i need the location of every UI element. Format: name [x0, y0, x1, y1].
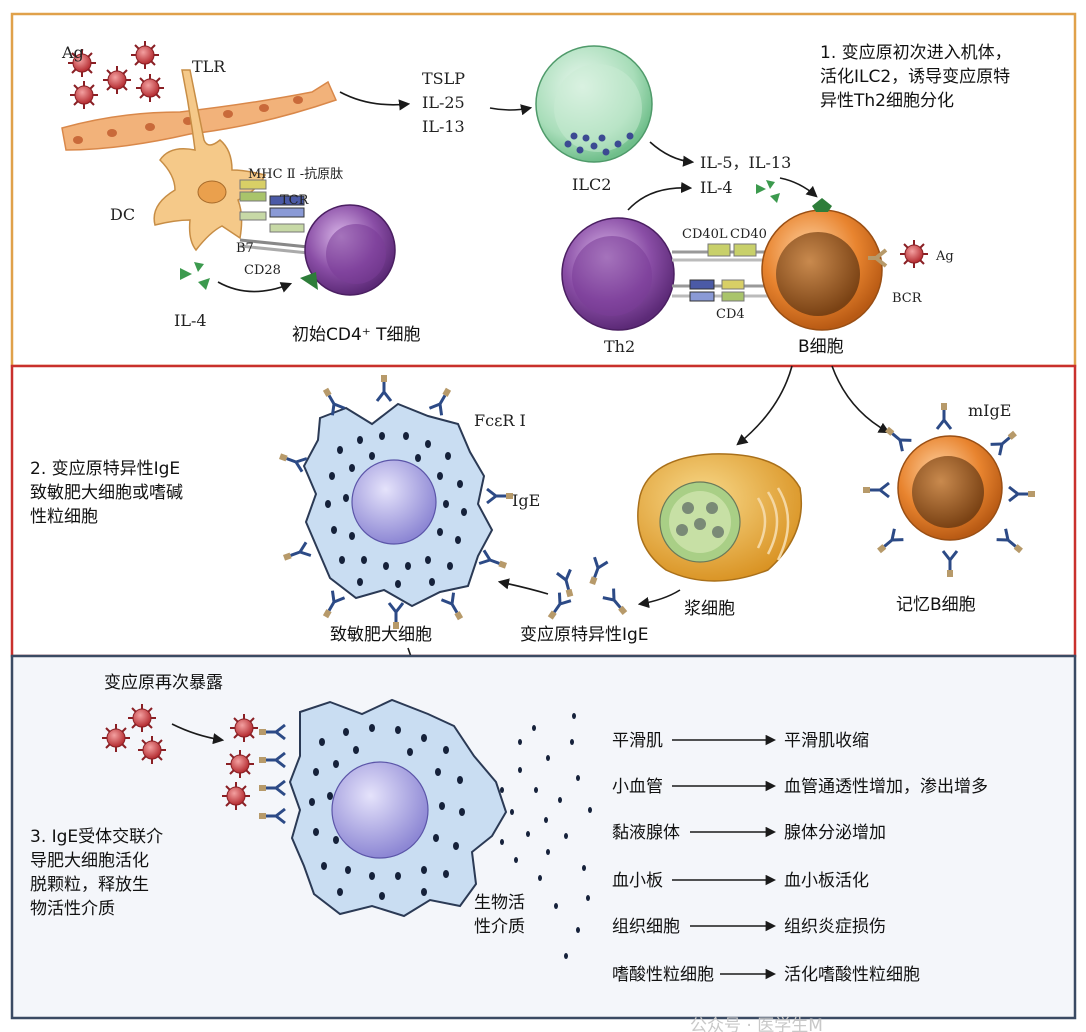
naive-t-label: 初始CD4⁺ T细胞 — [292, 325, 421, 345]
panel-3-note: 3. IgE受体交联介 导肥大细胞活化 脱颗粒，释放生 物活性介质 — [30, 827, 163, 919]
effect-target: 黏液腺体 — [612, 823, 680, 843]
ilc2-label: ILC2 — [572, 175, 611, 194]
cytokine-tslp: TSLP — [422, 69, 465, 88]
note3-line2: 导肥大细胞活化 — [30, 851, 149, 871]
arrow-b-to-memory — [831, 365, 890, 434]
arrow-th2-to-il4 — [627, 181, 693, 211]
arrow-il4-to-t — [217, 281, 293, 293]
memory-b-label: 记忆B细胞 — [896, 595, 976, 615]
effect-result: 血管通透性增加，渗出增多 — [784, 777, 988, 797]
panel-1-note: 1. 变应原初次进入机体， 活化ILC2，诱导变应原特 异性Th2细胞分化 — [820, 43, 1012, 111]
note2-line2: 致敏肥大细胞或嗜碱 — [30, 483, 183, 503]
arrow-cytokines-to-ilc2 — [489, 104, 533, 116]
note3-line4: 物活性介质 — [30, 899, 115, 919]
panel-2: FcεR Ⅰ IgE 致敏肥大细胞 2. 变应原特异性IgE 致敏肥大细胞或嗜碱… — [10, 364, 1077, 711]
cd4-label: CD4 — [716, 307, 745, 322]
arrow-plasma-to-ige — [637, 589, 681, 609]
watermark: 公众号 · 医学生M — [690, 1016, 823, 1032]
arrow-b-to-plasma — [736, 365, 793, 446]
note1-line1: 1. 变应原初次进入机体， — [820, 43, 1012, 63]
mediators-line2: 性介质 — [474, 917, 525, 937]
mhc-label: MHC Ⅱ -抗原肽 — [248, 167, 343, 182]
effect-result: 血小板活化 — [784, 871, 869, 891]
cytokine-il13: IL-13 — [422, 117, 465, 136]
specific-ige-label: 变应原特异性IgE — [520, 625, 649, 645]
note3-line1: 3. IgE受体交联介 — [30, 827, 163, 847]
panel-3-border — [10, 654, 1077, 1020]
ag-label: Ag — [61, 43, 84, 62]
effect-target: 平滑肌 — [612, 731, 663, 751]
effects-list: 平滑肌 平滑肌收缩 小血管 血管通透性增加，渗出增多 黏液腺体 腺体分泌增加 血… — [612, 731, 988, 985]
il4-molecules-left — [180, 262, 210, 290]
sensitized-mast-label: 致敏肥大细胞 — [330, 625, 432, 645]
effect-row: 小血管 血管通透性增加，渗出增多 — [612, 777, 988, 797]
b-cell — [761, 198, 888, 331]
panel-2-note: 2. 变应原特异性IgE 致敏肥大细胞或嗜碱 性粒细胞 — [30, 459, 183, 527]
cd40l-label: CD40L — [682, 227, 728, 242]
effect-row: 平滑肌 平滑肌收缩 — [612, 731, 869, 751]
note2-line3: 性粒细胞 — [30, 507, 98, 527]
effect-row: 嗜酸性粒细胞 活化嗜酸性粒细胞 — [612, 965, 920, 985]
panel-3: 变应原再次暴露 — [10, 654, 1077, 1020]
arrow-ilc2-to-cytokines — [649, 141, 695, 167]
th2-cell — [561, 217, 675, 331]
arrow-il4-to-b — [779, 177, 818, 198]
panel-2-border — [10, 364, 1077, 658]
bcr-label: BCR — [892, 291, 923, 306]
cd40-label: CD40 — [730, 227, 767, 242]
naive-t-cell — [300, 204, 396, 296]
effect-target: 组织细胞 — [612, 917, 680, 937]
plasma-cell-label: 浆细胞 — [684, 599, 735, 619]
tlr-label: TLR — [192, 57, 226, 76]
effect-result: 组织炎症损伤 — [784, 917, 886, 937]
th2-b-synapse — [672, 243, 770, 302]
il4-mid-label: IL-4 — [700, 178, 733, 197]
degranulating-mast-cell — [288, 698, 508, 918]
ige-label: IgE — [512, 491, 540, 510]
effect-row: 血小板 血小板活化 — [612, 871, 869, 891]
b7-label: B7 — [236, 241, 254, 256]
fceri-label: FcεR Ⅰ — [474, 411, 526, 430]
effect-result: 平滑肌收缩 — [784, 731, 869, 751]
panel-1: Ag TLR DC MHC Ⅱ -抗原肽 TCR B7 CD28 — [10, 12, 1077, 368]
effect-target: 血小板 — [612, 871, 663, 891]
arrow-epithelium-to-cytokines — [339, 91, 411, 111]
cytokine-il25: IL-25 — [422, 93, 465, 112]
arrow-reexposure — [171, 723, 225, 745]
arrow-ige-to-mast — [497, 578, 549, 595]
tcr-label: TCR — [280, 193, 310, 208]
note2-line1: 2. 变应原特异性IgE — [30, 459, 180, 479]
il4-molecules-mid — [756, 180, 780, 203]
memory-b-cell — [861, 401, 1037, 579]
cd28-label: CD28 — [244, 263, 281, 278]
sensitized-mast-cell — [302, 402, 494, 608]
migE-label: mIgE — [968, 401, 1011, 420]
effect-target: 小血管 — [612, 777, 663, 797]
cytokines-il5-il13: IL-5，IL-13 — [700, 153, 791, 172]
effect-result: 活化嗜酸性粒细胞 — [784, 965, 920, 985]
b-cell-label: B细胞 — [798, 337, 844, 357]
effect-row: 黏液腺体 腺体分泌增加 — [612, 823, 886, 843]
dc-label: DC — [110, 205, 135, 224]
ag-right-label: Ag — [935, 249, 954, 264]
effect-result: 腺体分泌增加 — [784, 823, 886, 843]
plasma-cell — [637, 453, 803, 582]
effect-target: 嗜酸性粒细胞 — [612, 965, 714, 985]
released-mediators — [500, 713, 592, 959]
mediators-line1: 生物活 — [474, 893, 525, 913]
note1-line3: 异性Th2细胞分化 — [820, 91, 954, 111]
allergen-right — [899, 239, 929, 269]
ilc2-cell — [535, 45, 653, 163]
th2-label: Th2 — [604, 337, 635, 356]
effect-row: 组织细胞 组织炎症损伤 — [612, 917, 886, 937]
il4-left-label: IL-4 — [174, 311, 207, 330]
dendritic-cell — [153, 69, 267, 252]
note1-line2: 活化ILC2，诱导变应原特 — [820, 67, 1010, 87]
note3-line3: 脱颗粒，释放生 — [30, 875, 149, 895]
reexposure-label: 变应原再次暴露 — [104, 673, 223, 693]
